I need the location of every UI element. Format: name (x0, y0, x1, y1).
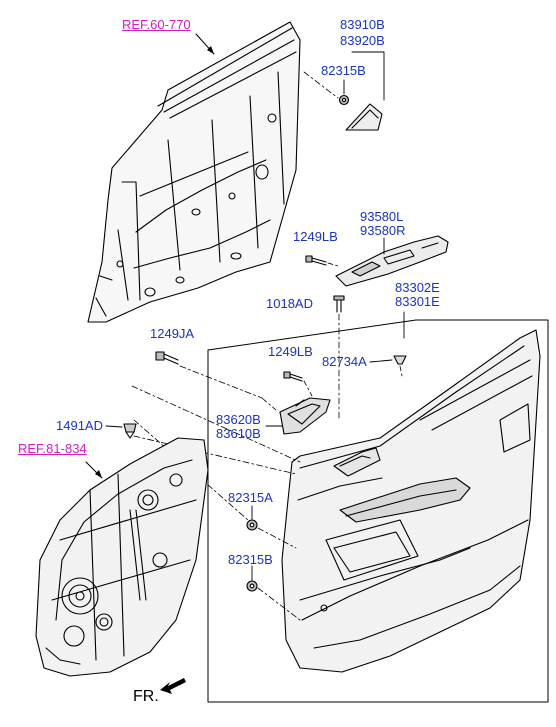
part-label-1491ad[interactable]: 1491AD (56, 418, 103, 433)
part-label-83301e[interactable]: 83301E (395, 294, 440, 309)
part-label-93580r[interactable]: 93580R (360, 223, 406, 238)
part-label-83302e[interactable]: 83302E (395, 280, 440, 295)
part-label-83620b[interactable]: 83620B (216, 412, 261, 427)
door-trim-panel (281, 329, 541, 673)
part-label-82315a[interactable]: 82315A (228, 490, 273, 505)
part-label-1249lb-switch[interactable]: 1249LB (293, 229, 338, 244)
switch-bolt (305, 255, 327, 266)
front-arrow-icon (160, 678, 186, 694)
inside-handle (279, 397, 331, 435)
delta-cover-nut (338, 94, 350, 106)
part-label-83920b[interactable]: 83920B (340, 33, 385, 48)
nut-82315a (246, 519, 258, 531)
door-frame (87, 21, 301, 323)
trim-bolt (155, 351, 179, 365)
nut-82315b (246, 580, 258, 592)
part-label-82734a[interactable]: 82734A (322, 354, 367, 369)
part-label-83910b[interactable]: 83910B (340, 17, 385, 32)
part-label-1018ad[interactable]: 1018AD (266, 296, 313, 311)
part-label-93580l[interactable]: 93580L (360, 209, 404, 224)
handle-bolt (283, 371, 303, 382)
trim-clip (393, 355, 407, 365)
part-label-82315b-bottom[interactable]: 82315B (228, 552, 273, 567)
module-clip (123, 423, 137, 439)
ref-door-frame[interactable]: REF.60-770 (122, 17, 191, 32)
delta-cover (345, 103, 383, 131)
power-window-switch (335, 235, 449, 287)
front-direction-label: FR. (133, 688, 159, 705)
part-label-82315b-top[interactable]: 82315B (321, 63, 366, 78)
door-module-panel (35, 437, 209, 677)
pad-bolt (333, 295, 345, 313)
part-label-1249ja[interactable]: 1249JA (150, 326, 195, 341)
ref-module-panel[interactable]: REF.81-834 (18, 441, 87, 456)
part-label-83610b[interactable]: 83610B (216, 426, 261, 441)
part-label-1249lb-handle[interactable]: 1249LB (268, 344, 313, 359)
